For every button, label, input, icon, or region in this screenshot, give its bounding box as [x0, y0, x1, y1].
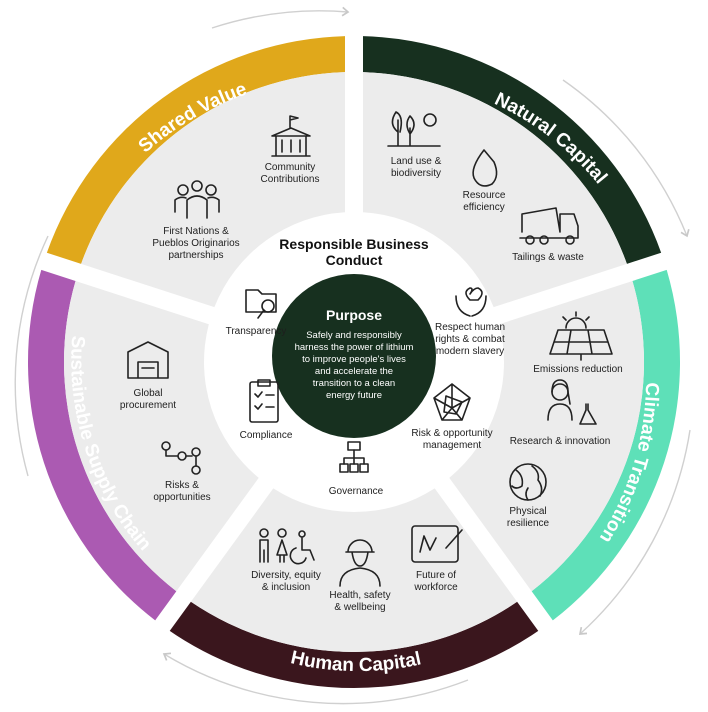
label-first-nations: First Nations & Pueblos Originarios part…	[152, 226, 240, 261]
inner-ring-title: Responsible Business Conduct	[259, 236, 449, 268]
cycle-arrow-lower-right	[578, 429, 691, 635]
cycle-arrows	[14, 6, 691, 705]
purpose-line: transition to a clean	[312, 378, 396, 389]
purpose-line: and accelerate the	[314, 366, 394, 377]
purpose-statement: Safely and responsibly harness the power…	[284, 330, 424, 402]
worker-helmet-icon	[339, 539, 381, 587]
label-resource-efficiency: Resource efficiency	[462, 190, 506, 213]
solar-panel-icon	[549, 311, 613, 361]
hands-heart-icon	[455, 287, 487, 317]
label-compliance: Compliance	[239, 430, 293, 441]
segment-area-shared-value	[81, 72, 346, 308]
cycle-arrow-left	[14, 235, 49, 477]
purpose-line: harness the power of lithium	[294, 342, 414, 353]
checklist-icon	[249, 379, 279, 423]
cycle-arrow-right	[562, 79, 690, 238]
label-emissions-reduction: Emissions reduction	[533, 364, 623, 375]
label-human-rights: Respect human rights & combat modern sla…	[434, 322, 506, 357]
label-governance: Governance	[328, 486, 384, 497]
purpose-line: Safely and responsibly	[306, 330, 402, 341]
scientist-icon	[547, 379, 597, 425]
globe-icon	[509, 463, 547, 501]
org-chart-icon	[339, 441, 369, 473]
label-diversity-equity-inclusion: Diversity, equity & inclusion	[251, 570, 321, 593]
label-risks-opportunities: Risks & opportunities	[153, 480, 211, 503]
cycle-arrow-bottom	[162, 652, 469, 705]
label-land-use: Land use & biodiversity	[390, 156, 442, 179]
segment-area-sustainable-supply-chain	[63, 280, 259, 592]
segment-area-natural-capital	[362, 72, 627, 308]
segment-band-shared-value	[46, 36, 346, 264]
label-transparency: Transparency	[225, 326, 287, 337]
label-physical-resilience: Physical resilience	[506, 506, 550, 529]
radar-chart-icon	[433, 383, 471, 421]
label-health-safety: Health, safety & wellbeing	[329, 590, 391, 613]
purpose-line: energy future	[326, 390, 382, 401]
inner-ring-title-line: Responsible Business	[279, 236, 429, 252]
label-future-of-workforce: Future of workforce	[414, 570, 458, 593]
diverse-people-icon	[259, 528, 315, 565]
segment-area-human-capital	[190, 488, 518, 652]
trees-icon	[387, 111, 441, 147]
folder-search-icon	[245, 289, 277, 319]
path-nodes-icon	[161, 441, 201, 475]
cycle-arrow-top	[211, 6, 350, 29]
warehouse-icon	[127, 341, 169, 379]
segment-band-natural-capital	[362, 36, 662, 264]
label-community-contributions: Community Contributions	[260, 162, 320, 185]
segment-band-climate-transition	[531, 269, 681, 621]
label-tailings-waste: Tailings & waste	[512, 252, 584, 263]
segment-band-sustainable-supply-chain	[28, 269, 177, 621]
dump-truck-icon	[519, 207, 579, 245]
purpose-line: to improve people's lives	[302, 354, 406, 365]
people-group-icon	[174, 180, 220, 219]
water-drop-icon	[472, 149, 498, 187]
tablet-pen-icon	[411, 525, 463, 563]
purpose-circle	[272, 274, 436, 438]
building-flag-icon	[271, 115, 311, 157]
label-risk-opportunity-management: Risk & opportunity management	[411, 428, 493, 451]
purpose-title: Purpose	[325, 307, 383, 323]
label-research-innovation: Research & innovation	[509, 436, 611, 447]
inner-ring-title-line: Conduct	[325, 252, 383, 268]
segment-band-human-capital	[169, 601, 539, 688]
label-global-procurement: Global procurement	[119, 388, 177, 411]
segment-area-climate-transition	[449, 280, 644, 592]
